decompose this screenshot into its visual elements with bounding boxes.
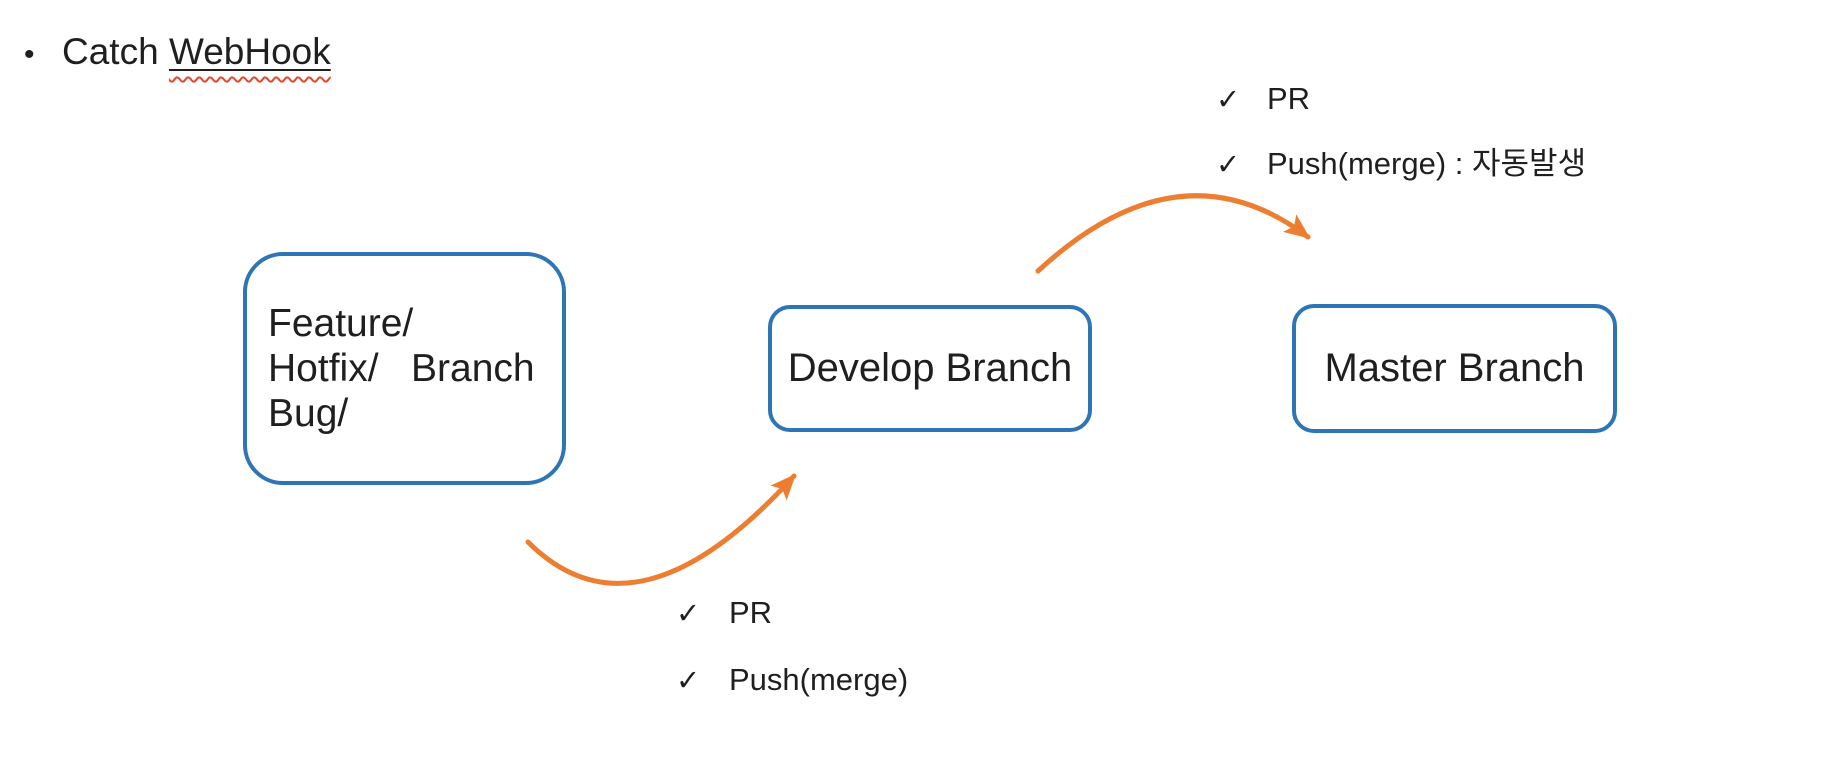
feature-to-develop-checklist: ✓ PR ✓ Push(merge) bbox=[676, 580, 908, 714]
title-underlined-word-text: WebHook bbox=[168, 31, 331, 72]
checklist-item: ✓ Push(merge) : 자동발생 bbox=[1216, 132, 1586, 197]
feature-to-develop-arrow-icon bbox=[525, 473, 797, 586]
checkmark-icon: ✓ bbox=[1216, 149, 1241, 181]
bullet-icon: • bbox=[24, 38, 35, 71]
checkmark-icon: ✓ bbox=[676, 598, 701, 630]
page-title: • Catch WebHook bbox=[24, 30, 331, 77]
master-branch-label: Master Branch bbox=[1324, 346, 1585, 390]
checkmark-icon: ✓ bbox=[1216, 84, 1241, 116]
develop-branch-label: Develop Branch bbox=[787, 346, 1073, 390]
checklist-item: ✓ Push(merge) bbox=[676, 647, 908, 714]
checklist-item-label: PR bbox=[1267, 81, 1311, 116]
checklist-item: ✓ PR bbox=[676, 580, 908, 647]
checkmark-icon: ✓ bbox=[676, 665, 701, 697]
title-text-before: Catch bbox=[62, 31, 169, 72]
feature-branch-label: Feature/ Hotfix/ Branch Bug/ bbox=[268, 302, 535, 435]
develop-to-master-arrow-icon bbox=[1035, 193, 1311, 274]
checklist-item-label: PR bbox=[729, 595, 773, 630]
checklist-item: ✓ PR bbox=[1216, 67, 1586, 132]
develop-to-master-checklist: ✓ PR ✓ Push(merge) : 자동발생 bbox=[1216, 67, 1586, 197]
title-underlined-word: WebHook bbox=[169, 30, 331, 74]
master-branch-box: Master Branch bbox=[1292, 304, 1617, 433]
develop-branch-box: Develop Branch bbox=[768, 305, 1092, 432]
checklist-item-label: Push(merge) bbox=[729, 662, 909, 697]
checklist-item-label: Push(merge) : 자동발생 bbox=[1267, 146, 1587, 181]
feature-branch-box: Feature/ Hotfix/ Branch Bug/ bbox=[243, 252, 566, 485]
